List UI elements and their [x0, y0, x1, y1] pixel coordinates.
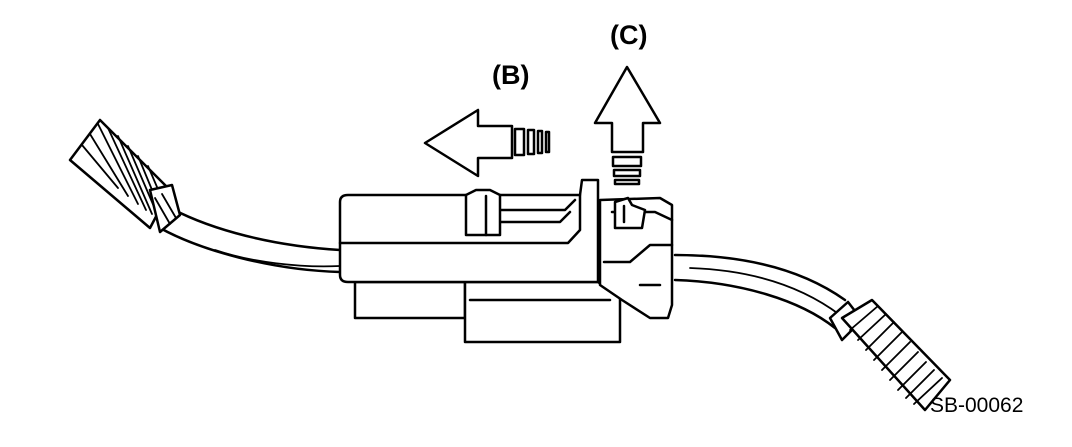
arrow-c [593, 65, 662, 186]
arrow-b-head [423, 108, 514, 178]
figure-code: SB-00062 [930, 394, 1024, 417]
arrow-b-tail-bar-4 [544, 130, 551, 154]
right-wire-upper [673, 253, 847, 302]
right-wire-sheen [689, 267, 841, 316]
right-tube-ribs [849, 305, 943, 405]
left-boot-collar [148, 183, 182, 234]
arrow-c-tail-bar-3 [613, 178, 641, 186]
connector-body [338, 178, 674, 344]
housing-ridge [338, 193, 582, 245]
lock-tab [613, 196, 647, 230]
arrow-c-tail-bar-2 [612, 168, 642, 178]
arrow-b-tail-bar-2 [526, 128, 536, 156]
left-harness [68, 118, 342, 274]
callout-label-c: (C) [610, 20, 648, 50]
lower-housing-left [353, 280, 467, 320]
lock-slider [464, 188, 502, 237]
callout-label-b: (B) [492, 60, 530, 90]
arrow-b-tail-bar-1 [513, 127, 526, 157]
arrow-c-head [593, 65, 662, 154]
left-wire-sheen [214, 249, 341, 268]
right-wire-lower [673, 278, 837, 330]
arrow-c-tail-bar-1 [611, 155, 643, 168]
arrow-b [423, 108, 551, 178]
right-harness [673, 253, 952, 412]
arrow-b-tail-bar-3 [536, 129, 544, 155]
